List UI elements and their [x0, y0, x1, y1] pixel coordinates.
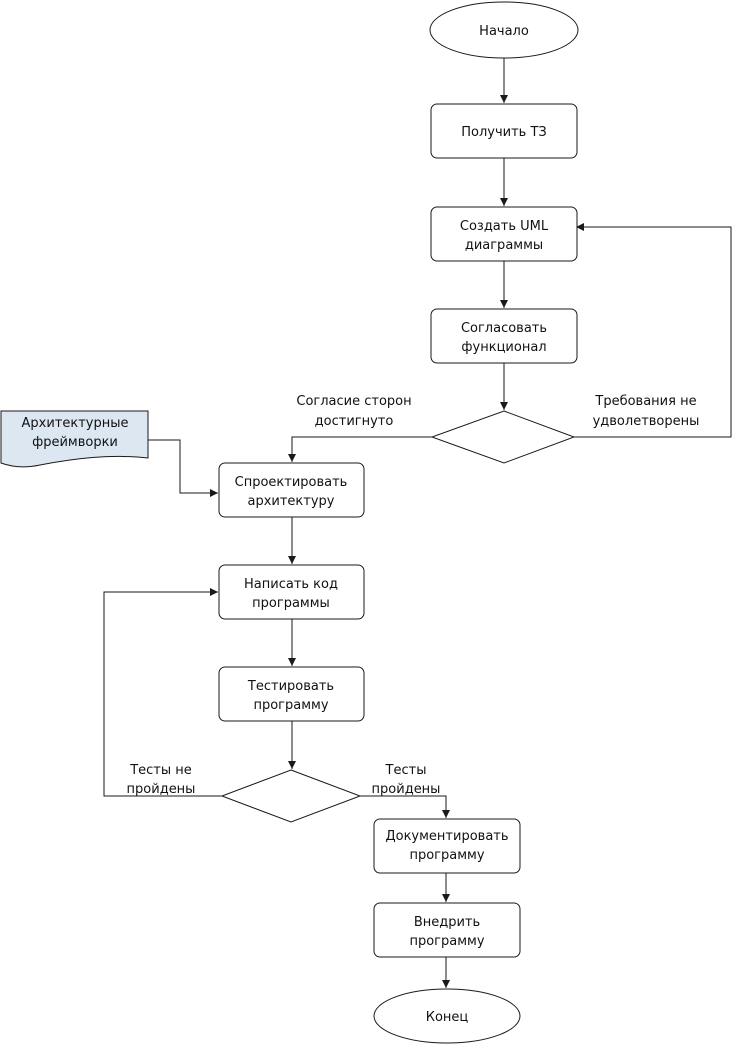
agreement-reached-line2: достигнуто [315, 414, 394, 429]
end-label: Конец [426, 1010, 469, 1025]
start-terminator [429, 1, 579, 59]
write-code-box [218, 564, 365, 620]
document-program-label-line2: программу [409, 848, 484, 863]
arch-frameworks-label-line2: фреймворки [32, 435, 118, 450]
node-decision-tests [220, 769, 362, 823]
tests-failed-line2: пройдены [127, 782, 196, 797]
get-tz-label: Получить ТЗ [461, 125, 547, 140]
node-document-program: Документировать программу [373, 818, 521, 874]
node-create-uml: Создать UML диаграммы [430, 206, 578, 262]
arch-frameworks-document-shape [0, 410, 149, 468]
requirements-not-met-line2: удволетворены [593, 414, 700, 429]
agree-func-label-line2: функционал [461, 340, 546, 355]
node-agree-func: Согласовать функционал [430, 308, 578, 364]
agree-func-label-line1: Согласовать [461, 321, 547, 336]
create-uml-label-line2: диаграммы [465, 238, 543, 253]
document-program-box [373, 818, 521, 874]
edge-decision-requirements-not-met [574, 223, 732, 438]
end-terminator [373, 988, 521, 1044]
edge-decision-tests-failed [103, 588, 222, 797]
start-label: Начало [479, 24, 529, 39]
get-tz-box [430, 103, 578, 159]
edge-decision-agreement-reached [288, 436, 432, 462]
edge-frameworks-to-design [148, 439, 218, 497]
node-write-code: Написать код программы [218, 564, 365, 620]
edge-decision-tests-passed [360, 795, 450, 818]
test-program-label-line1: Тестировать [247, 679, 334, 694]
edge-label-tests-passed: Тесты пройдены [372, 763, 441, 797]
node-get-tz: Получить ТЗ [430, 103, 578, 159]
document-program-label-line1: Документировать [385, 829, 508, 844]
tests-failed-line1: Тесты не [129, 763, 192, 778]
create-uml-box [430, 206, 578, 262]
write-code-label-line1: Написать код [244, 577, 338, 592]
edge-label-tests-failed: Тесты не пройдены [127, 763, 196, 797]
create-uml-label-line1: Создать UML [460, 219, 549, 234]
arch-frameworks-label-line1: Архитектурные [22, 416, 129, 431]
test-program-box [218, 666, 365, 722]
node-end: Конец [373, 988, 521, 1044]
design-arch-label-line1: Спроектировать [235, 475, 348, 490]
connectors [103, 58, 732, 988]
test-program-label-line2: программу [253, 698, 328, 713]
edge-label-requirements-not-met: Требования не удволетворены [593, 394, 700, 429]
design-arch-box [218, 462, 365, 518]
agree-func-box [430, 308, 578, 364]
decision-tests-diamond [220, 769, 362, 823]
node-test-program: Тестировать программу [218, 666, 365, 722]
requirements-not-met-line1: Требования не [594, 394, 696, 409]
decision-agreement-diamond [430, 410, 576, 464]
design-arch-label-line2: архитектуру [248, 494, 335, 509]
edge-label-agreement-reached: Согласие сторон достигнуто [296, 394, 411, 429]
deploy-program-label-line2: программу [409, 934, 484, 949]
write-code-label-line2: программы [252, 596, 330, 611]
node-decision-agreement [430, 410, 576, 464]
node-design-arch: Спроектировать архитектуру [218, 462, 365, 518]
agreement-reached-line1: Согласие сторон [296, 394, 411, 409]
deploy-program-label-line1: Внедрить [414, 915, 480, 930]
node-arch-frameworks: Архитектурные фреймворки [0, 410, 149, 468]
node-start: Начало [429, 1, 579, 59]
node-deploy-program: Внедрить программу [373, 902, 521, 958]
tests-passed-line1: Тесты [385, 763, 427, 778]
deploy-program-box [373, 902, 521, 958]
tests-passed-line2: пройдены [372, 782, 441, 797]
